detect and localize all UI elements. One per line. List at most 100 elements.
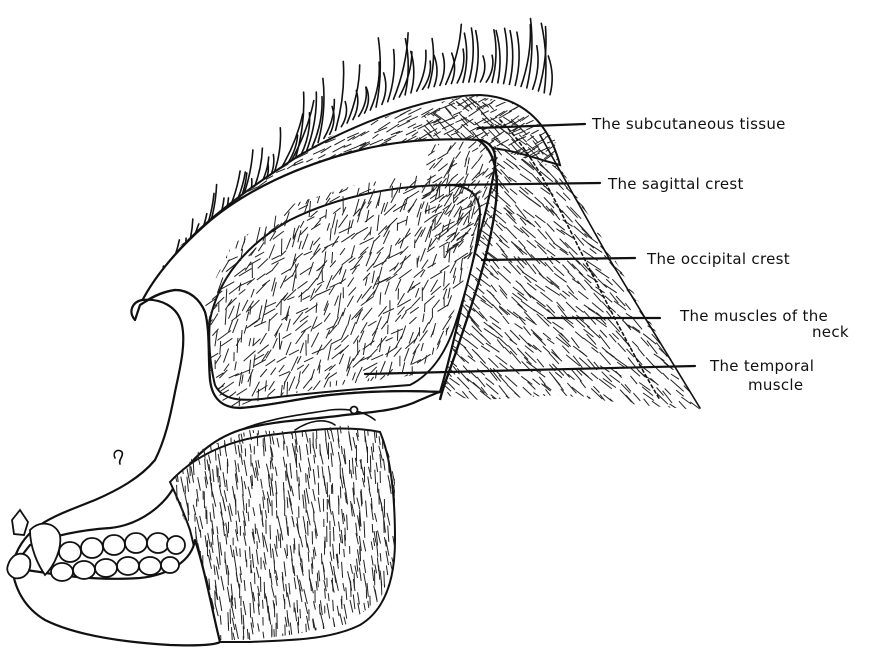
hatch-stroke [540, 398, 546, 404]
hatch-stroke [173, 237, 182, 241]
hatch-stroke [171, 160, 183, 166]
hatch-stroke [690, 370, 696, 378]
hatch-stroke [468, 315, 479, 326]
hatch-stroke [615, 224, 625, 233]
hatch-stroke [496, 206, 507, 213]
molar-tooth [73, 561, 95, 579]
hatch-stroke [577, 194, 583, 201]
hatch-stroke [146, 164, 153, 168]
hatch-stroke [232, 178, 234, 192]
hatch-stroke [567, 383, 576, 393]
hatch-stroke [253, 92, 262, 98]
hatch-stroke [214, 153, 227, 158]
hatch-stroke [656, 98, 664, 107]
hatch-stroke [477, 322, 487, 329]
hatch-stroke [144, 239, 155, 245]
hatch-stroke [387, 611, 388, 621]
ear-opening [351, 407, 358, 414]
hatch-stroke [593, 161, 604, 173]
hatch-stroke [218, 177, 224, 181]
hatch-stroke [561, 389, 568, 398]
hatch-stroke [140, 185, 154, 192]
hatch-stroke [521, 301, 535, 311]
hatch-stroke [204, 206, 210, 211]
hatch-stroke [614, 211, 626, 221]
hatch-stroke [242, 107, 249, 110]
hatch-stroke [176, 173, 183, 177]
hatch-stroke [555, 92, 564, 99]
hatch-stroke [166, 198, 176, 204]
hatch-stroke [261, 133, 274, 138]
hatch-stroke [559, 101, 568, 107]
hatch-stroke [547, 223, 555, 231]
hatch-stroke [571, 369, 581, 381]
hatch-stroke [527, 101, 537, 107]
hatch-stroke [586, 107, 595, 116]
hatch-stroke [270, 128, 279, 135]
hatch-stroke [671, 380, 684, 392]
hatch-stroke [156, 124, 167, 132]
hatch-stroke [316, 638, 318, 651]
hatch-stroke [270, 107, 279, 111]
hatch-stroke [196, 89, 206, 95]
hatch-stroke [487, 387, 491, 395]
hatch-stroke [228, 643, 231, 655]
hatch-stroke [431, 86, 443, 94]
hatch-stroke [561, 315, 573, 324]
hatch-stroke [682, 211, 692, 219]
hatch-stroke [691, 135, 704, 144]
hatch-stroke [442, 395, 455, 403]
hatch-stroke [146, 153, 152, 157]
hatch-stroke [201, 101, 211, 106]
hatch-stroke [211, 483, 212, 497]
hatch-stroke [229, 108, 239, 115]
hatch-stroke [164, 218, 172, 223]
hatch-stroke [701, 97, 712, 104]
hatch-stroke [200, 209, 211, 215]
hatch-stroke [637, 141, 645, 148]
hatch-stroke [695, 370, 706, 379]
hatch-stroke [215, 130, 226, 136]
hatch-stroke [521, 97, 531, 105]
hatch-stroke [398, 638, 400, 648]
hatch-stroke [418, 91, 432, 100]
hatch-stroke [563, 265, 570, 272]
hatch-stroke [208, 179, 210, 190]
hatch-stroke [696, 275, 704, 284]
hatch-stroke [513, 307, 520, 311]
hatch-stroke [177, 485, 178, 500]
hatch-stroke [563, 140, 576, 149]
hatch-stroke [297, 600, 298, 613]
hatch-stroke [175, 223, 188, 229]
hatch-stroke [669, 338, 682, 347]
hatch-stroke [647, 298, 654, 305]
hatch-stroke [438, 402, 445, 411]
hatch-stroke [374, 615, 375, 624]
label-neck-muscles-line2: neck [812, 323, 849, 341]
hatch-stroke [603, 137, 614, 150]
lower-canine-tooth [7, 554, 30, 579]
hatch-stroke [145, 176, 153, 180]
hatch-stroke [143, 119, 155, 126]
hatch-stroke [473, 308, 484, 319]
hatch-stroke [216, 118, 227, 123]
hatch-stroke [396, 577, 397, 590]
hatch-stroke [657, 230, 663, 237]
hatch-stroke [560, 99, 571, 113]
hatch-stroke [143, 97, 154, 102]
label-temporal-muscle-line1: The temporal [709, 357, 814, 375]
hatch-stroke [486, 367, 497, 381]
hatch-stroke [252, 475, 253, 486]
hatch-stroke [165, 137, 177, 143]
hatch-stroke [571, 142, 579, 148]
hatch-stroke [396, 619, 397, 627]
hatch-stroke [152, 151, 161, 155]
hatch-stroke [580, 404, 591, 411]
hatch-stroke [643, 308, 654, 315]
hatch-stroke [533, 400, 541, 408]
hatch-stroke [155, 100, 163, 105]
hatch-stroke [212, 151, 224, 156]
hatch-stroke [176, 519, 178, 529]
hatch-stroke [650, 228, 657, 235]
hatch-stroke [522, 272, 537, 282]
